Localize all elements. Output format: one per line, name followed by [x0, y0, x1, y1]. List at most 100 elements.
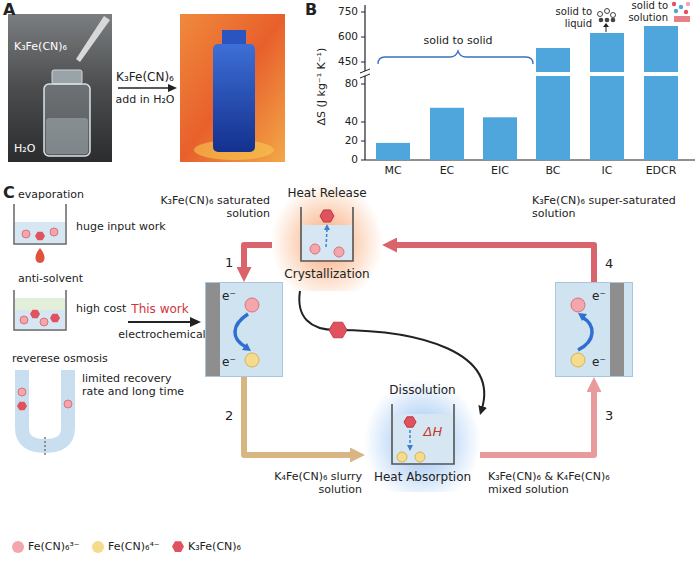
beaker-icon [393, 414, 453, 463]
method-beakers [20, 316, 28, 324]
method-name: anti-solvent [18, 272, 83, 285]
node-caption: Crystallization [284, 267, 369, 282]
method-note: limited recovery rate and long time [82, 372, 194, 398]
beaker-icon [388, 402, 458, 466]
bar-chart [674, 16, 690, 22]
electrode-icon [578, 317, 592, 350]
method-label: electrochemical [118, 328, 206, 341]
method-arrow [190, 317, 201, 327]
electron-label: e⁻ [222, 289, 236, 303]
bar-chart [378, 51, 533, 64]
photo-vial [76, 16, 110, 62]
category-label: EDCR [636, 164, 686, 177]
tick-label: 600 [326, 30, 358, 43]
bar-chart [359, 71, 371, 76]
bar-chart [361, 84, 365, 85]
electrode-icon [206, 283, 220, 377]
method-beakers [18, 388, 26, 396]
bar-chart [430, 108, 464, 160]
node-caption: Heat Absorption [374, 470, 471, 485]
bar-chart [679, 5, 683, 9]
beaker-icon [409, 430, 411, 446]
beaker-icon [326, 229, 327, 247]
node-heading: Heat Release [287, 186, 366, 201]
method-beakers [15, 298, 65, 310]
photo-vial [46, 118, 88, 154]
axis-title: ΔS (J kg⁻¹ K⁻¹) [315, 27, 328, 147]
electrode-icon [556, 283, 624, 377]
electrode-icon [571, 298, 585, 312]
thermal-image [180, 14, 285, 162]
tick-label: 0 [326, 153, 358, 166]
process-arrow [118, 84, 177, 92]
crystal-symbol [329, 322, 347, 338]
node-heading: Dissolution [389, 383, 455, 398]
electrode-icon [245, 298, 259, 312]
beaker-icon [324, 224, 330, 230]
method-beakers [15, 310, 65, 329]
panel-letter: C [3, 183, 15, 202]
method-note: huge input work [76, 220, 166, 233]
bar-chart [530, 72, 685, 76]
panel-letter: B [305, 0, 317, 19]
bar-chart [361, 160, 365, 161]
beaker-icon [392, 404, 454, 464]
method-beakers [22, 370, 68, 446]
beaker-icon [320, 210, 334, 222]
group-label: solid to solid [405, 34, 511, 47]
bar-chart [590, 33, 624, 160]
bar-chart [672, 2, 676, 6]
tick-label: 20 [326, 134, 358, 147]
bar-chart [361, 122, 365, 123]
bar-chart [674, 9, 678, 13]
tick-label: 40 [326, 115, 358, 128]
stage-label: K₃Fe(CN)₆ & K₄Fe(CN)₆ mixed solution [488, 470, 638, 496]
electron-label: e⁻ [222, 355, 236, 369]
heat-release-beaker: Heat ReleaseCrystallization [272, 183, 382, 291]
crystal-symbol [329, 322, 347, 338]
process-arrow [118, 87, 170, 89]
step-number: 3 [604, 408, 614, 424]
heat-absorption-beaker: DissolutionΔHHeat Absorption [365, 380, 480, 492]
electron-label: e⁻ [592, 355, 606, 369]
method-beakers [14, 204, 66, 244]
reagent-label: K₃Fe(CN)₆ [110, 70, 180, 84]
beaker-holder [297, 201, 357, 267]
step-number: 1 [224, 255, 234, 271]
category-label: BC [528, 164, 578, 177]
method-beakers [35, 232, 45, 241]
bar-chart [599, 18, 604, 23]
tick-label: 750 [326, 5, 358, 18]
beaker-icon [397, 452, 407, 462]
electron-label: e⁻ [592, 289, 606, 303]
bar-chart [364, 5, 365, 160]
legend-text: Fe(CN)₆⁴⁻ [108, 540, 160, 553]
method-beakers [22, 230, 30, 238]
beaker-icon [302, 225, 352, 260]
cycle-arrow [244, 377, 357, 455]
bar-chart [684, 10, 688, 14]
reagent-label: K₃Fe(CN)₆ [14, 40, 67, 53]
solvent-label: H₂O [14, 142, 35, 155]
stage-label: K₃Fe(CN)₆ super-saturated solution [532, 194, 692, 220]
method-beakers [30, 310, 40, 319]
panel-letter: A [3, 0, 15, 19]
beaker-icon [404, 417, 416, 427]
method-beakers [14, 290, 66, 330]
bar-chart [360, 69, 370, 73]
legend-text: K₃Fe(CN)₆ [188, 540, 241, 553]
electrode-icon [578, 313, 587, 321]
legend-swatch [172, 541, 184, 553]
thermal-image [222, 30, 246, 44]
method-beakers [50, 314, 60, 323]
category-label: EIC [475, 164, 525, 177]
thermal-image [213, 44, 255, 152]
legend-swatch [92, 541, 104, 553]
beaker-icon [415, 452, 425, 462]
beaker-icon [301, 207, 353, 261]
method-beakers [64, 400, 72, 408]
method-beakers [44, 437, 46, 455]
bar-chart [644, 26, 678, 160]
bar-chart [361, 141, 365, 142]
